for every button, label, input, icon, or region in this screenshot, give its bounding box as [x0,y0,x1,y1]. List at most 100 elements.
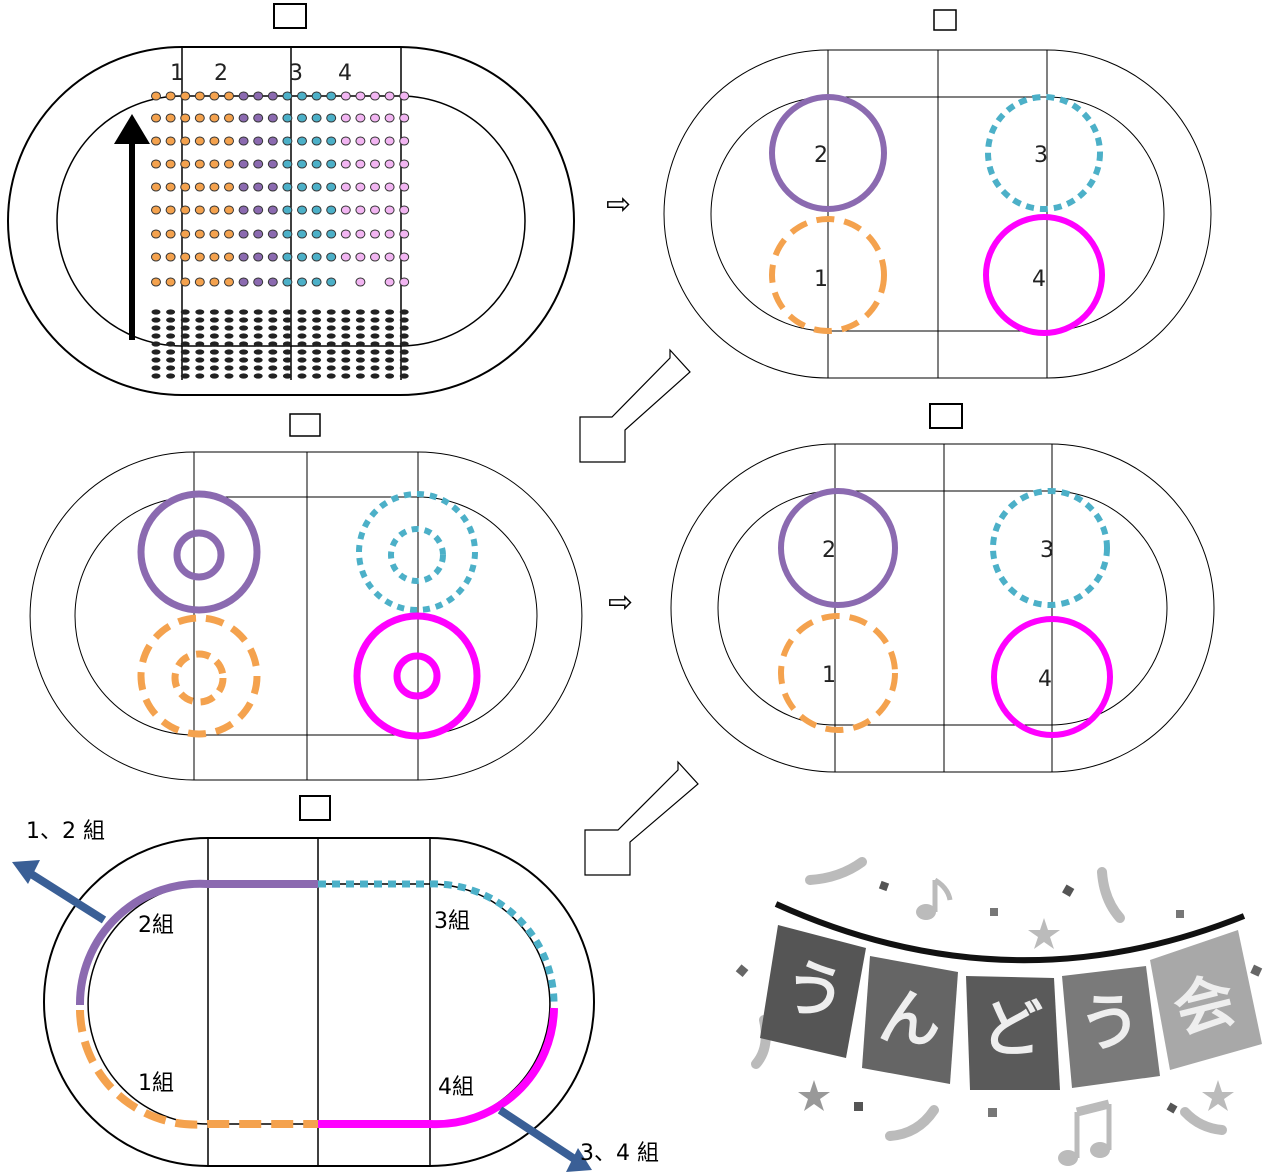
waiting-student-dot [166,349,175,354]
student-dot [268,92,277,100]
student-dot [181,230,190,238]
music-note-icon [1058,1104,1110,1166]
music-note-icon [916,880,950,920]
waiting-student-dot [283,333,292,338]
waiting-student-dot [210,341,219,346]
student-dot [166,230,175,238]
student-dot [254,230,263,238]
panel-1-checkbox[interactable] [274,4,306,28]
student-dot [152,278,161,286]
student-dot [181,92,190,100]
student-dot [254,114,263,122]
panel-3-checkbox[interactable] [290,414,320,436]
banner-flag-3: ど [966,976,1060,1090]
transition-arrow-1: ⇨ [606,187,631,222]
student-dot [195,137,204,145]
panel-2-checkbox[interactable] [934,10,956,30]
student-dot [327,253,336,261]
waiting-student-dot [400,357,409,362]
panel-5-exit-arrow-right-shaft [500,1110,576,1160]
banner-flag-3-char: ど [981,992,1043,1065]
panel-2-circles: 2 3 1 4 [664,10,1211,378]
panel-4-checkbox[interactable] [930,404,962,428]
banner-flag-1: う [760,925,866,1058]
waiting-student-dot [225,309,234,314]
student-dot [371,160,380,168]
waiting-student-dot [283,349,292,354]
student-dot [239,278,248,286]
waiting-student-dot [371,333,380,338]
waiting-student-dot [210,309,219,314]
waiting-student-dot [400,365,409,370]
waiting-student-dot [327,349,336,354]
student-dot [181,253,190,261]
waiting-student-dot [239,373,248,378]
student-dot [327,230,336,238]
waiting-student-dot [341,365,350,370]
panel-4-group-1-circle [781,616,895,730]
waiting-student-dot [312,325,321,330]
waiting-student-dot [341,317,350,322]
waiting-student-dot [254,349,263,354]
panel-1-col-label-1: 1 [170,61,184,86]
panel-2-label-2: 2 [814,143,828,168]
student-dot [356,160,365,168]
student-dot [166,92,175,100]
student-dot [356,92,365,100]
waiting-student-dot [385,341,394,346]
student-dot [312,206,321,214]
waiting-student-dot [181,333,190,338]
waiting-student-dot [268,349,277,354]
student-dot [327,137,336,145]
waiting-student-dot [298,365,307,370]
student-dot [327,183,336,191]
waiting-student-dot [254,317,263,322]
student-dot [356,137,365,145]
panel-3-group-1-outer-circle [141,618,257,734]
waiting-student-dot [152,365,161,370]
waiting-student-dot [400,333,409,338]
student-dot [210,137,219,145]
banner-flag-2: ん [862,956,958,1084]
student-dot [195,183,204,191]
confetti-dot [854,1102,863,1111]
student-dot [225,183,234,191]
student-dot [371,114,380,122]
student-dot [312,278,321,286]
waiting-student-dot [385,365,394,370]
waiting-student-dot [254,333,263,338]
waiting-student-dot [195,317,204,322]
waiting-student-dot [268,341,277,346]
panel-5-group-4-route [318,1008,554,1124]
waiting-student-dot [152,373,161,378]
student-dot [385,114,394,122]
panel-3-group-3-outer-circle [359,494,475,610]
student-dot [341,92,350,100]
student-dot [400,278,409,286]
waiting-student-dot [210,349,219,354]
waiting-student-dot [312,349,321,354]
waiting-student-dot [239,333,248,338]
waiting-student-dot [312,333,321,338]
waiting-student-dot [225,325,234,330]
student-dot [385,183,394,191]
student-dot [283,160,292,168]
waiting-student-dot [356,333,365,338]
waiting-student-dot [268,325,277,330]
panel-3-group-3-inner-circle [391,529,443,581]
student-dot [312,114,321,122]
student-dot [210,230,219,238]
student-dot [152,206,161,214]
panel-5-checkbox[interactable] [300,796,330,820]
waiting-student-dot [356,317,365,322]
waiting-student-dot [298,309,307,314]
panel-5-exit-label-right: 3、4 組 [580,1141,659,1166]
waiting-student-dot [327,373,336,378]
student-dot [400,114,409,122]
panel-4-outer-track [671,444,1214,772]
banner-flag-4: う [1062,966,1160,1088]
student-dot [239,183,248,191]
student-dot [356,114,365,122]
student-dot [210,114,219,122]
student-dot [327,160,336,168]
